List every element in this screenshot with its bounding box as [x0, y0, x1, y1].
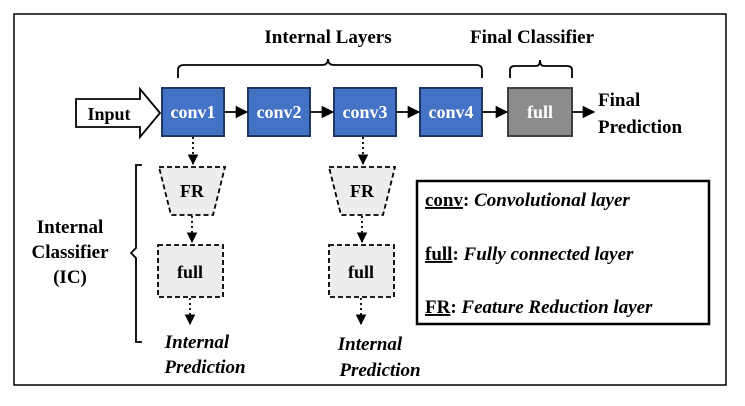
ic2-prediction-line1: Internal [337, 334, 403, 355]
legend-box [415, 179, 711, 326]
legend-desc-full: Fully connected layer [463, 244, 635, 265]
ic-label-line1: Internal [37, 217, 104, 238]
legend-sep-fr: : [450, 297, 461, 318]
legend-desc-fr: Feature Reduction layer [460, 297, 653, 318]
outer-frame [13, 13, 727, 386]
ic-branch-2: FR full Internal Prediction [327, 137, 421, 381]
legend-item-fr: FR: Feature Reduction layer [425, 297, 653, 318]
legend-term-fr: FR [425, 297, 451, 318]
ic1-full-label: full [177, 262, 203, 282]
legend: conv: Convolutional layer full: Fully co… [415, 179, 711, 326]
internal-layers-title: Internal Layers [264, 27, 391, 48]
ic2-fr-label: FR [350, 181, 375, 201]
final-full-label: full [527, 102, 553, 122]
conv1-box: conv1 [161, 87, 225, 137]
conv3-box: conv3 [333, 87, 397, 137]
internal-layers-brace [177, 58, 483, 78]
ic-label-line2: Classifier [31, 242, 109, 263]
final-classifier-brace [509, 59, 573, 78]
legend-term-full: full [425, 244, 452, 265]
conv3-label: conv3 [343, 102, 388, 122]
ic2-full-box [328, 244, 395, 298]
ic1-full-box [157, 244, 224, 298]
legend-sep-full: : [452, 244, 463, 265]
legend-desc-conv: Convolutional layer [474, 190, 630, 211]
final-prediction-line1: Final [598, 90, 640, 111]
ic2-prediction-line2: Prediction [338, 360, 420, 381]
ic-label-line3: (IC) [53, 267, 87, 288]
conv2-box: conv2 [247, 87, 311, 137]
legend-term-conv: conv [425, 190, 464, 211]
final-prediction-line2: Prediction [598, 117, 683, 138]
conv1-label: conv1 [171, 102, 216, 122]
conv2-label: conv2 [257, 102, 302, 122]
ic1-prediction-line2: Prediction [163, 357, 245, 378]
final-full-box: full [507, 87, 573, 137]
input-label: Input [87, 104, 130, 124]
ic1-fr-trapezoid [157, 166, 227, 216]
ic-bracket [129, 164, 142, 343]
final-classifier-title: Final Classifier [470, 27, 595, 48]
legend-sep-conv: : [463, 190, 474, 211]
input-arrow-shape [75, 86, 162, 140]
conv4-label: conv4 [429, 102, 474, 122]
ic1-prediction-line1: Internal [164, 332, 230, 353]
ic2-fr-trapezoid [327, 166, 397, 216]
ic2-full-label: full [348, 262, 374, 282]
ic1-fr-label: FR [180, 181, 205, 201]
legend-item-full: full: Fully connected layer [425, 244, 634, 265]
conv4-box: conv4 [419, 87, 483, 137]
ic-branch-1: FR full Internal Prediction [157, 137, 246, 378]
legend-item-conv: conv: Convolutional layer [425, 190, 630, 211]
